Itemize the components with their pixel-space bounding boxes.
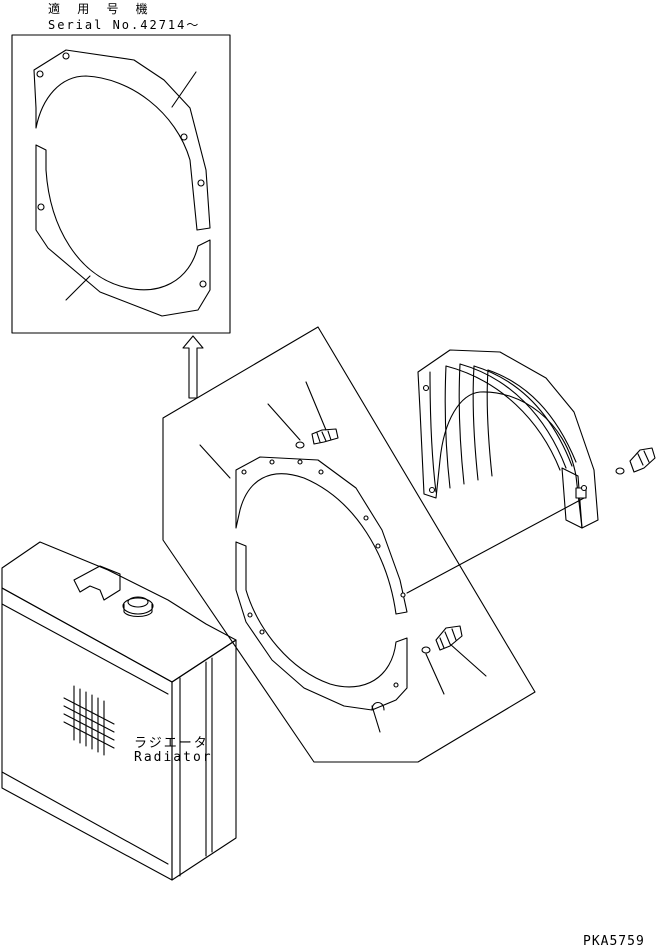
bolt-right <box>616 448 655 474</box>
bolt-lower <box>422 626 486 694</box>
serial-number-label: Serial No.42714～ <box>48 18 201 32</box>
radiator-core-hatch <box>64 686 114 755</box>
mounting-plane <box>163 327 535 762</box>
shroud-ring-upper <box>236 457 407 614</box>
inset-box <box>12 35 230 333</box>
ring-leader-upper <box>200 445 230 478</box>
inset-leader-upper <box>172 72 196 107</box>
inset-leader-lower <box>66 276 90 300</box>
assembly-line <box>407 498 584 593</box>
drawing-code: PKA5759 <box>583 934 645 949</box>
bolt-upper <box>268 382 338 448</box>
radiator-unit <box>2 542 236 880</box>
serial-applicability-label-jp: 適 用 号 機 <box>48 2 153 16</box>
up-arrow <box>183 336 203 398</box>
inset-shroud-lower-half <box>36 145 210 316</box>
inset-frame <box>12 35 230 333</box>
radiator-label-en: Radiator <box>134 750 213 765</box>
ring-leader-lower <box>372 706 380 732</box>
shroud-ring-lower <box>236 542 407 710</box>
stepped-shroud <box>418 350 598 528</box>
radiator-label-jp: ラジエータ <box>134 736 209 751</box>
inset-shroud-upper-half <box>34 50 210 230</box>
